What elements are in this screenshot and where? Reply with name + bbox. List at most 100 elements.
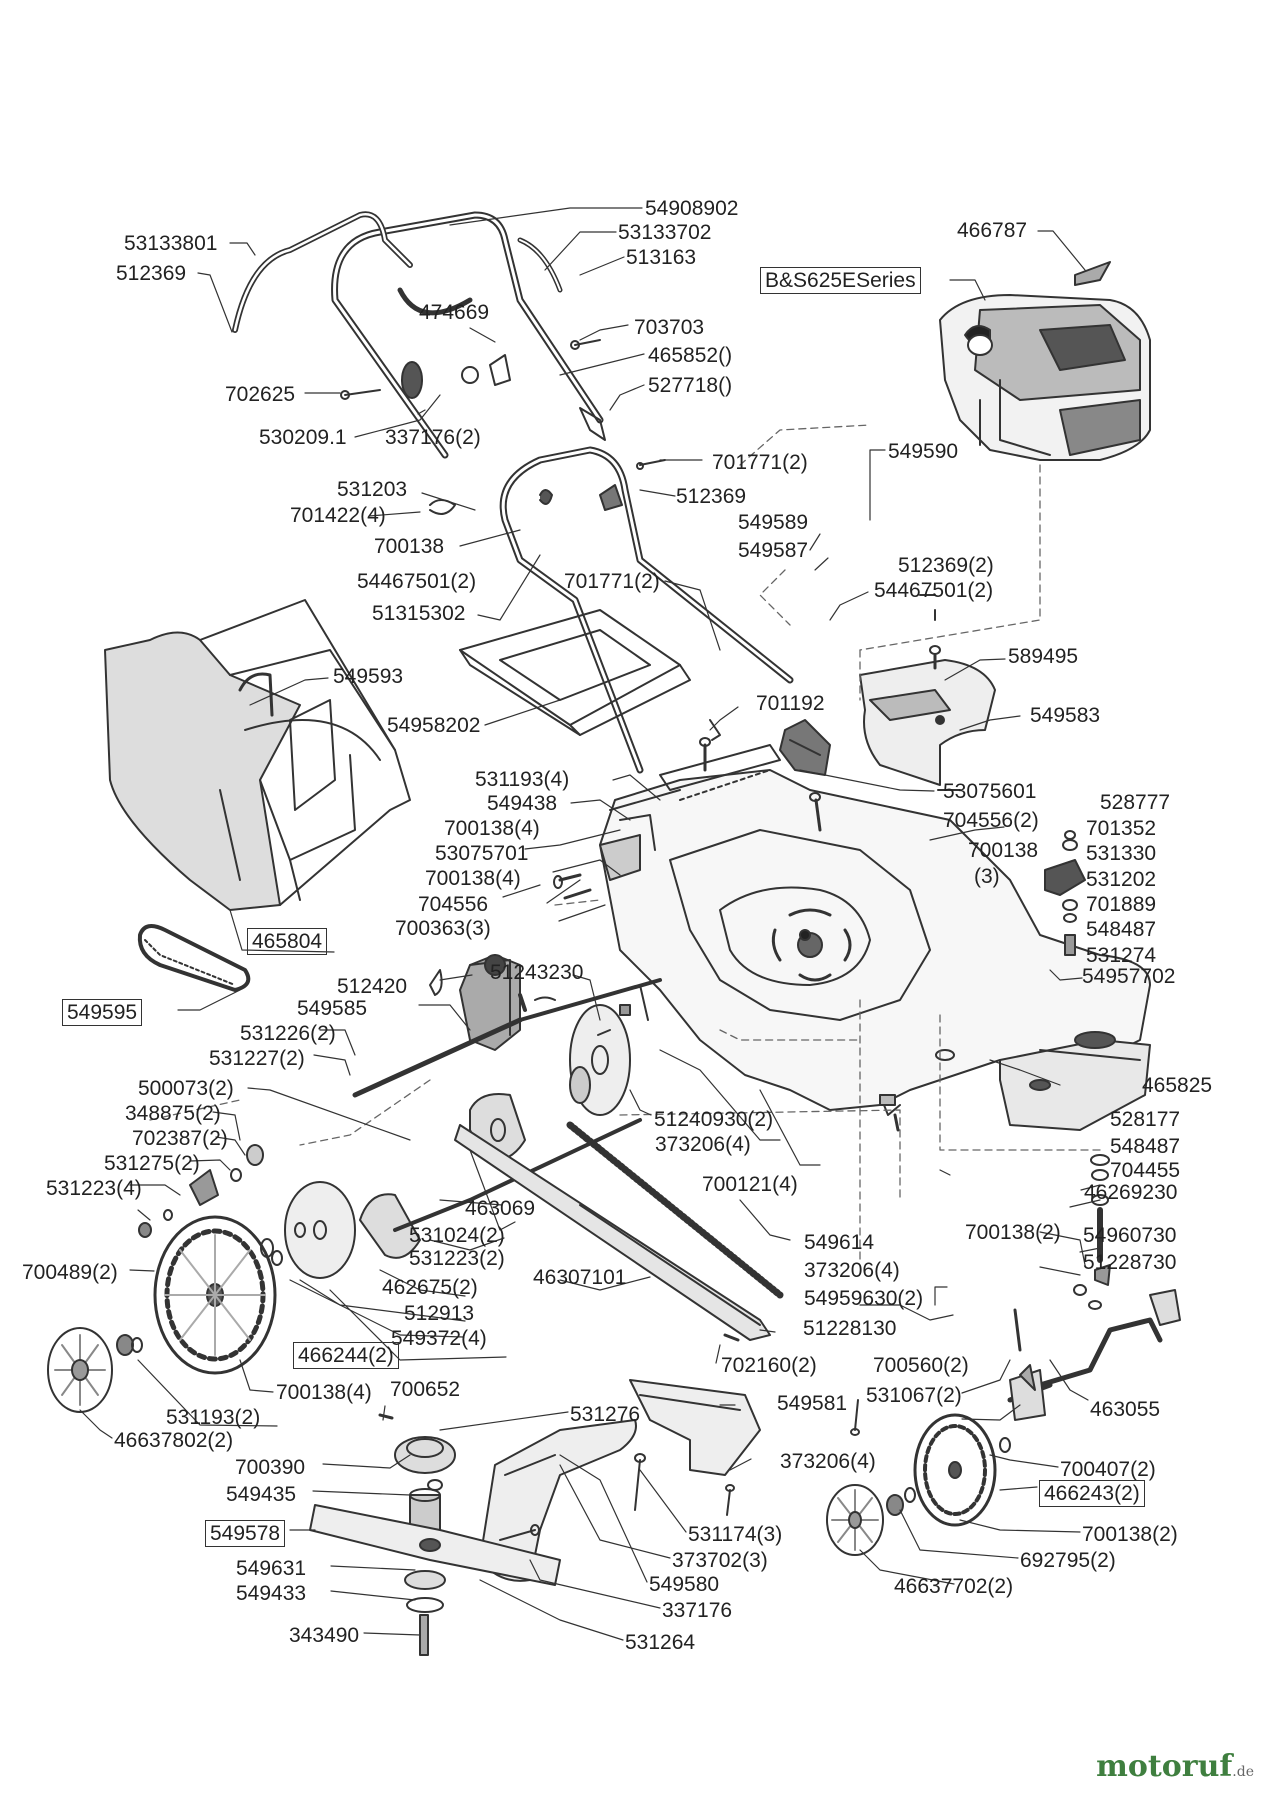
grass-catcher-label: 465804 <box>247 928 328 955</box>
engine-model-label: B&S625ESeries <box>760 267 921 294</box>
height-adjust-hardware <box>1013 1154 1111 1391</box>
part-label: 51243230 <box>490 961 584 984</box>
part-label: 512913 <box>404 1302 475 1325</box>
blade-adapter <box>378 1413 456 1531</box>
part-label: 531203 <box>337 478 408 501</box>
mower-deck <box>599 744 1151 1131</box>
part-label: 700407(2) <box>1060 1458 1156 1481</box>
part-label: 53075701 <box>435 842 529 865</box>
upper-handle <box>331 211 604 459</box>
part-label: 51315302 <box>372 602 466 625</box>
part-label: 701771(2) <box>712 451 808 474</box>
part-label: 53133801 <box>124 232 218 255</box>
part-label: 704556 <box>418 893 489 916</box>
mulch-plug <box>629 1379 761 1476</box>
handle-hardware <box>340 339 666 515</box>
part-label: 531024(2) <box>409 1224 505 1247</box>
part-label: 528177 <box>1110 1108 1181 1131</box>
part-label: 373702(3) <box>672 1549 768 1572</box>
engine <box>939 261 1151 461</box>
v-belt-label: 549595 <box>62 999 143 1026</box>
part-label: 528777 <box>1100 791 1171 814</box>
part-label: 531226(2) <box>240 1022 336 1045</box>
part-label: 700138(4) <box>276 1381 372 1404</box>
part-label: 700138(2) <box>1082 1523 1178 1546</box>
throttle-box <box>779 719 831 776</box>
part-label: 700560(2) <box>873 1354 969 1377</box>
part-label: 702387(2) <box>132 1127 228 1150</box>
part-label: 549583 <box>1030 704 1101 727</box>
handle-crossbar <box>232 211 563 333</box>
part-label: 704556(2) <box>943 809 1039 832</box>
part-label: 51228730 <box>1083 1251 1177 1274</box>
part-label: 549593 <box>333 665 404 688</box>
rear-flap <box>459 609 691 736</box>
axle-bar <box>454 1124 771 1341</box>
part-label: 337176(2) <box>385 426 481 449</box>
front-wheel-label: 466243(2) <box>1039 1480 1145 1507</box>
part-label: 343490 <box>289 1624 360 1647</box>
part-label: 700652 <box>390 1378 461 1401</box>
part-label: 704455 <box>1110 1159 1181 1182</box>
part-label: 465825 <box>1142 1074 1213 1097</box>
rear-wheel <box>153 1215 277 1375</box>
part-label: 54908902 <box>645 197 739 220</box>
part-label: 692795(2) <box>1020 1549 1116 1572</box>
part-label: 373206(4) <box>780 1450 876 1473</box>
part-label: 51228130 <box>803 1317 897 1340</box>
part-label: 512369(2) <box>898 554 994 577</box>
part-label: 465852() <box>648 344 733 367</box>
part-label: 531330 <box>1086 842 1157 865</box>
part-label: 531275(2) <box>104 1152 200 1175</box>
part-label: 46307101 <box>533 1266 627 1289</box>
part-label: 549580 <box>649 1573 720 1596</box>
height-lever <box>1044 830 1086 956</box>
part-label: 701422(4) <box>290 504 386 527</box>
part-label: 700363(3) <box>395 917 491 940</box>
assembly-centerlines <box>149 424 1101 1261</box>
part-label: 531193(2) <box>166 1406 261 1429</box>
leader-lines <box>79 207 1101 1641</box>
deck-hardware <box>534 594 961 1342</box>
part-label: 53075601 <box>943 780 1037 803</box>
part-label: 474669 <box>419 301 490 324</box>
part-label: 531202 <box>1086 868 1157 891</box>
watermark-brand: motoruf <box>1096 1749 1233 1784</box>
part-label: 512369 <box>116 262 187 285</box>
part-label: 54960730 <box>1083 1224 1177 1247</box>
part-label: 466787 <box>957 219 1028 242</box>
part-label: 549589 <box>738 511 809 534</box>
front-hubcap <box>826 1437 1011 1556</box>
part-label: 512369 <box>676 485 747 508</box>
part-label: 589495 <box>1008 645 1079 668</box>
part-label: 54467501(2) <box>357 570 477 593</box>
part-label: 337176 <box>662 1599 733 1622</box>
lower-handle <box>499 446 794 774</box>
part-label: 527718() <box>648 374 733 397</box>
part-label: 54957702 <box>1082 965 1176 988</box>
part-label: 549433 <box>236 1582 307 1605</box>
part-label: 549435 <box>226 1483 297 1506</box>
v-belt <box>137 924 251 992</box>
part-label: 549372(4) <box>391 1327 487 1350</box>
rear-hubcap <box>47 1327 113 1413</box>
part-label: 702625 <box>225 383 296 406</box>
blade-label: 549578 <box>205 1520 286 1547</box>
part-label: 373206(4) <box>804 1259 900 1282</box>
part-label: 348875(2) <box>125 1102 221 1125</box>
part-label: 548487 <box>1086 918 1157 941</box>
part-label: 54467501(2) <box>874 579 994 602</box>
part-label: 54959630(2) <box>804 1287 924 1310</box>
part-label: 531276 <box>570 1403 641 1426</box>
part-label: 703703 <box>634 316 705 339</box>
part-label: 531264 <box>625 1631 696 1654</box>
part-label: 701889 <box>1086 893 1157 916</box>
part-label: 46637702(2) <box>894 1575 1014 1598</box>
part-label: 463069 <box>465 1197 536 1220</box>
part-label: 531227(2) <box>209 1047 305 1070</box>
mower-blade <box>309 1504 561 1656</box>
motoruf-watermark-logo: motoruf.de <box>1096 1749 1254 1784</box>
part-label: 51240930(2) <box>654 1108 774 1131</box>
part-label: 700138 <box>968 839 1039 862</box>
